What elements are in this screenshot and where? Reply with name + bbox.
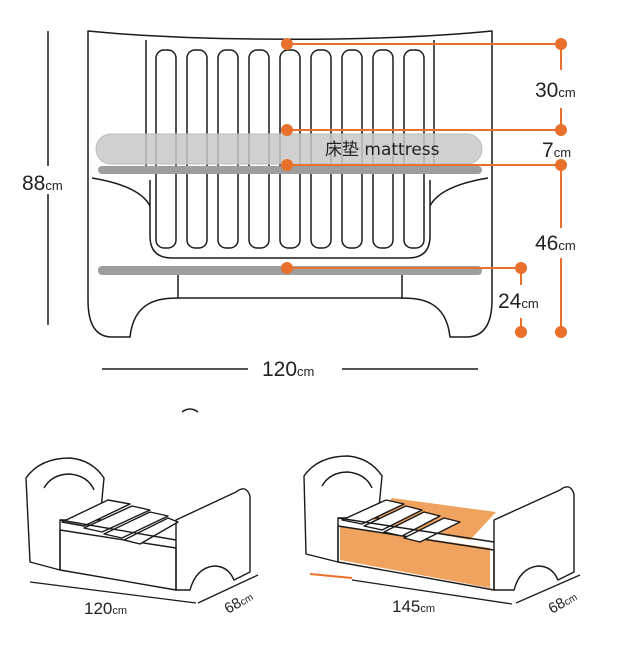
small-arc-mark (181, 408, 199, 413)
junior-bed-rail (59, 519, 177, 541)
junior-bed-left-end-inner (43, 473, 95, 491)
junior-bed-120 (25, 457, 251, 591)
measure-dot (555, 38, 567, 50)
measure-dot (281, 262, 293, 274)
measure-dot (515, 262, 527, 274)
extension-side-panel (340, 526, 490, 588)
extended-bed-accent-line (309, 573, 353, 579)
measure-dot (281, 38, 293, 50)
junior-bed-side (59, 529, 177, 591)
extended-bed-depth-line (515, 574, 581, 604)
mattress-label: 床垫 mattress (325, 140, 440, 160)
height-label: 88cm (22, 172, 63, 195)
extended-bed-depth-label: 68cm (546, 588, 581, 618)
crib-front-view (87, 30, 493, 338)
junior-bed-slats (61, 499, 179, 545)
crib-measurement-lines (281, 38, 567, 338)
measure-dot (281, 124, 293, 136)
measure-dot (515, 326, 527, 338)
measure-dot (555, 159, 567, 171)
crib-slat-frame (149, 180, 431, 259)
junior-bed-length-line (29, 581, 197, 604)
junior-bed-depth-line (197, 574, 259, 604)
junior-bed-right-end (175, 488, 251, 591)
measure-dot (281, 159, 293, 171)
junior-bed-depth-label: 68cm (222, 588, 257, 618)
measure-46: 46cm (535, 232, 576, 255)
height-label-bg (20, 166, 78, 194)
measure-7: 7cm (542, 139, 571, 162)
crib-outer-frame (87, 30, 493, 338)
extended-bed-length-line (351, 579, 513, 605)
extended-bed-rail (337, 517, 495, 543)
width-label: 120cm (262, 358, 314, 381)
measure-30: 30cm (535, 79, 576, 102)
extended-bed-right-end (493, 486, 575, 591)
extended-bed-left-end-inner (321, 471, 373, 489)
extended-bed-side (337, 525, 495, 591)
measure-dot (555, 124, 567, 136)
extended-bed-length-label: 145cm (392, 597, 435, 616)
crib-right-side-curve (429, 177, 489, 207)
measure-24: 24cm (498, 290, 539, 313)
extended-bed-145 (303, 455, 575, 591)
measure-dot (555, 326, 567, 338)
junior-bed-length-label: 120cm (84, 599, 127, 618)
crib-left-side-curve (91, 177, 151, 207)
